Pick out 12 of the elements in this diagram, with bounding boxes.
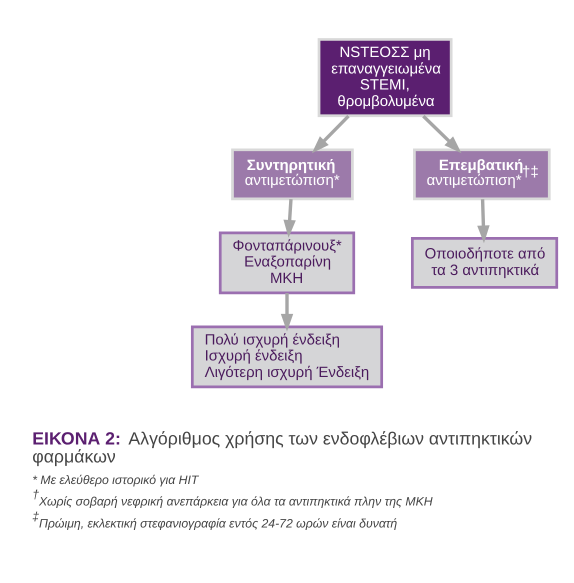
arrow	[477, 199, 490, 244]
caption: ΕΙΚΟΝΑ 2: Αλγόριθμος χρήσης των ενδοφλέβιων αντιπηκτικών φαρμάκων	[32, 428, 532, 466]
node-box: Οποιοδήποτε από τα 3 αντιπηκτικά	[410, 237, 558, 289]
node-box: Πολύ ισχυρή ένδειξη Ισχυρή ένδειξη Λιγότερη ισχυρή Ένδειξη	[190, 326, 384, 388]
arrow	[283, 199, 296, 238]
arrow	[422, 114, 462, 154]
node-box: Συντηρητική αντιμετώπιση*	[231, 148, 354, 200]
node-box: Φονταπάρινουξ* Εναξοπαρίνη ΜΚΗ	[218, 232, 356, 294]
node-box: NSTEΟΣΣ μη επαναγγειωμένα STEMI, θρομβολυμένα	[318, 38, 453, 118]
arrow	[312, 114, 350, 154]
arrow	[280, 293, 294, 332]
label: * Με ελεύθερο ιστορικό για HIT	[32, 472, 198, 487]
